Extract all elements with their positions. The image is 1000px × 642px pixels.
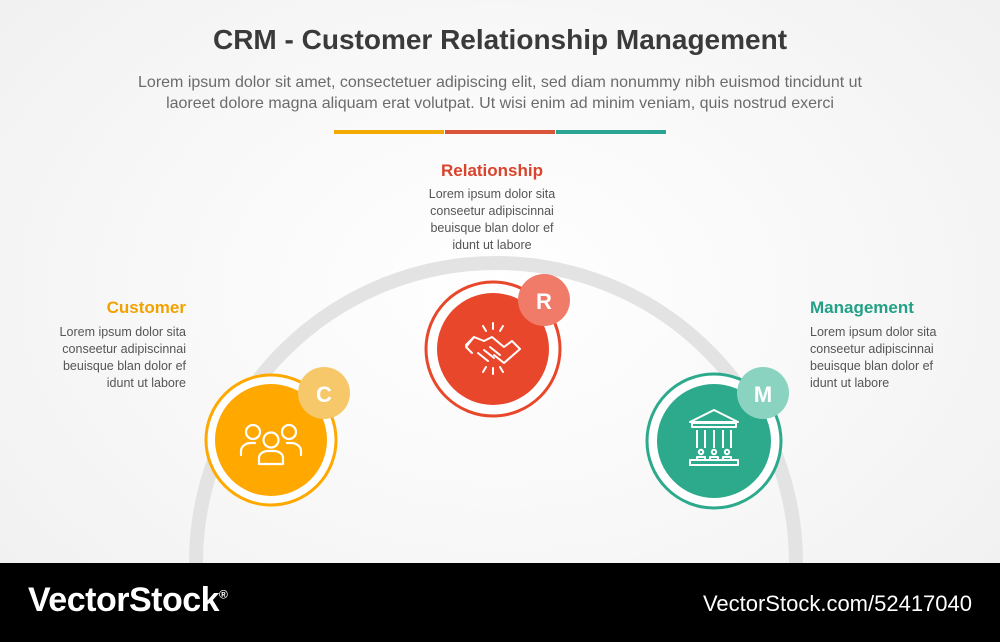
page-subtitle: Lorem ipsum dolor sit amet, consectetuer… — [60, 72, 940, 114]
subtitle-line-1: Lorem ipsum dolor sit amet, consectetuer… — [138, 74, 862, 91]
management-description-line: beuisque blan dolor ef — [810, 359, 934, 373]
relationship-heading: Relationship — [440, 161, 543, 180]
customer-description-line: idunt ut labore — [106, 376, 186, 390]
relationship-description-line: conseetur adipiscinnai — [430, 204, 554, 218]
management-heading: Management — [810, 298, 914, 317]
image-id-text: VectorStock.com/52417040 — [702, 591, 972, 616]
customer-description-line: beuisque blan dolor ef — [62, 359, 186, 373]
customer-description-line: conseetur adipiscinnai — [62, 342, 186, 356]
vectorstock-logo-text: VectorStock — [28, 581, 220, 619]
divider-segment-customer — [334, 130, 444, 134]
relationship-node: R — [424, 274, 570, 418]
relationship-description-line: idunt ut labore — [452, 238, 532, 252]
customer-description: Lorem ipsum dolor sita conseetur adipisc… — [30, 324, 186, 392]
relationship-description-line: Lorem ipsum dolor sita — [428, 187, 556, 201]
management-node: M — [645, 367, 789, 510]
vectorstock-logo: VectorStock® — [28, 581, 228, 620]
customer-node: C — [204, 367, 350, 507]
people-group-icon — [239, 423, 303, 466]
page-title: CRM - Customer Relationship Management — [212, 24, 788, 55]
divider-segment-relationship — [445, 130, 555, 134]
management-description-line: idunt ut labore — [810, 376, 890, 390]
relationship-letter-badge: R — [536, 289, 552, 314]
management-description: Lorem ipsum dolor sita conseetur adipisc… — [810, 324, 980, 392]
customer-letter-badge: C — [316, 382, 332, 407]
management-description-line: Lorem ipsum dolor sita — [810, 325, 937, 339]
institution-building-icon — [689, 409, 739, 466]
management-letter-badge: M — [754, 382, 772, 407]
relationship-description: Lorem ipsum dolor sita conseetur adipisc… — [400, 186, 584, 254]
relationship-description-line: beuisque blan dolor ef — [430, 221, 554, 235]
watermark-footer: VectorStock® VectorStock.com/52417040 — [0, 563, 1000, 642]
management-description-line: conseetur adipiscinnai — [810, 342, 934, 356]
customer-heading: Customer — [106, 298, 186, 317]
customer-description-line: Lorem ipsum dolor sita — [59, 325, 186, 339]
handshake-icon — [465, 322, 521, 375]
registered-mark: ® — [219, 587, 228, 602]
divider-segment-management — [556, 130, 666, 134]
subtitle-line-2: laoreet dolore magna aliquam erat volutp… — [166, 95, 834, 112]
